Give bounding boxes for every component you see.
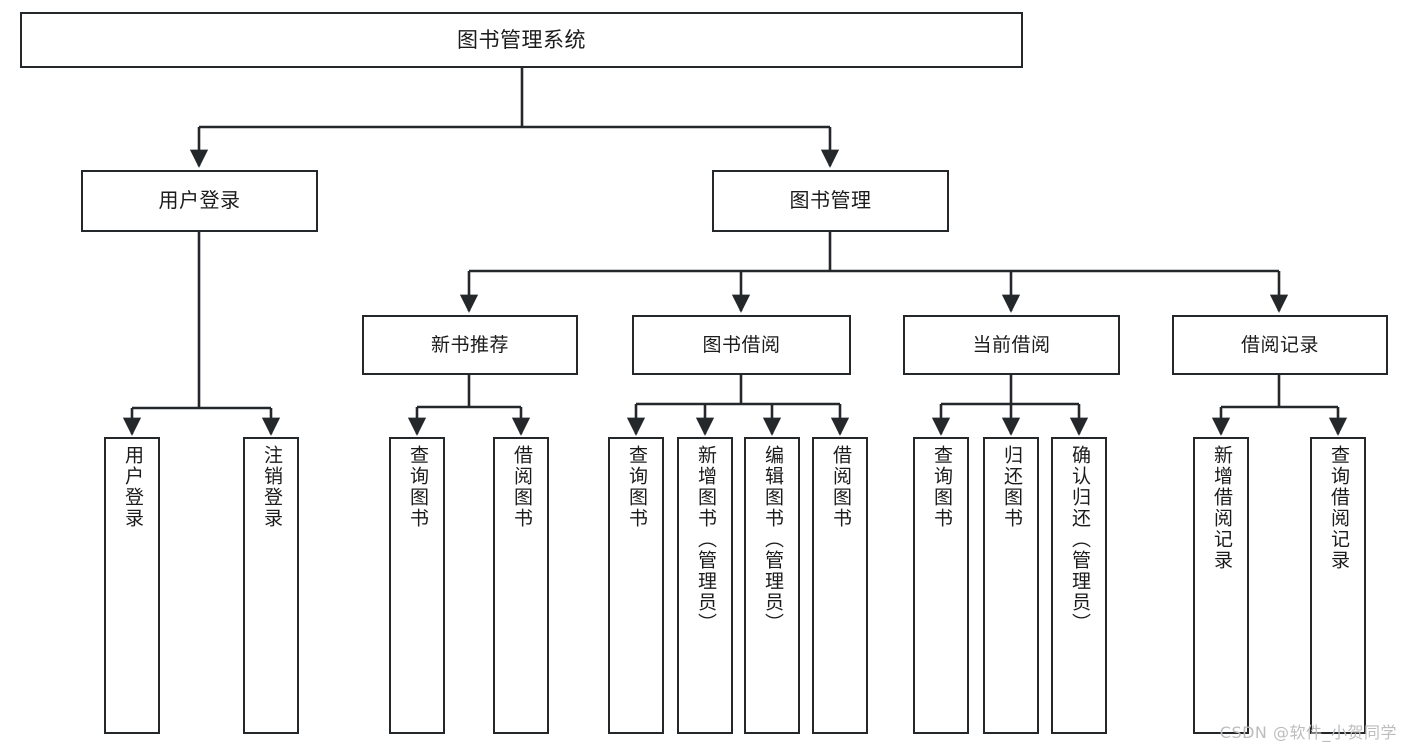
node-current-borrow-label: 当前借阅: [972, 333, 1051, 356]
leaf-confirm-return[interactable]: 确认归还（管理员）: [1051, 437, 1107, 734]
node-borrow-record[interactable]: 借阅记录: [1172, 315, 1388, 375]
leaf-query-book-1[interactable]: 查询图书: [389, 437, 445, 734]
leaf-borrow-book-2[interactable]: 借阅图书: [812, 437, 868, 734]
leaf-query-record-label: 查询借阅记录: [1327, 445, 1350, 571]
leaf-user-logout-label: 注销登录: [260, 445, 283, 529]
leaf-add-book[interactable]: 新增图书（管理员）: [677, 437, 733, 734]
node-current-borrow[interactable]: 当前借阅: [903, 315, 1120, 375]
node-new-book-recommend-label: 新书推荐: [430, 333, 509, 356]
leaf-user-login[interactable]: 用户登录: [104, 437, 160, 734]
node-root-label: 图书管理系统: [457, 27, 586, 52]
leaf-user-login-label: 用户登录: [121, 445, 144, 529]
leaf-query-book-1-label: 查询图书: [406, 445, 429, 529]
csdn-watermark: CSDN @软件_小贺同学: [1219, 723, 1397, 742]
leaf-user-logout[interactable]: 注销登录: [243, 437, 299, 734]
node-book-management-label: 图书管理: [789, 188, 872, 213]
leaf-borrow-book-2-label: 借阅图书: [829, 445, 852, 529]
node-borrow-record-label: 借阅记录: [1240, 333, 1319, 356]
node-book-management[interactable]: 图书管理: [712, 170, 949, 232]
leaf-borrow-book-1[interactable]: 借阅图书: [493, 437, 549, 734]
node-new-book-recommend[interactable]: 新书推荐: [362, 315, 578, 375]
leaf-query-book-3-label: 查询图书: [930, 445, 953, 529]
node-book-borrow[interactable]: 图书借阅: [632, 315, 851, 375]
leaf-borrow-book-1-label: 借阅图书: [510, 445, 533, 529]
leaf-edit-book[interactable]: 编辑图书（管理员）: [744, 437, 800, 734]
leaf-query-record[interactable]: 查询借阅记录: [1310, 437, 1366, 734]
leaf-return-book-label: 归还图书: [1000, 445, 1023, 529]
leaf-query-book-2-label: 查询图书: [625, 445, 648, 529]
leaf-add-book-label: 新增图书（管理员）: [694, 445, 717, 634]
leaf-query-book-3[interactable]: 查询图书: [913, 437, 969, 734]
leaf-add-record[interactable]: 新增借阅记录: [1193, 437, 1249, 734]
node-user-login-label: 用户登录: [158, 188, 241, 213]
leaf-add-record-label: 新增借阅记录: [1210, 445, 1233, 571]
leaf-edit-book-label: 编辑图书（管理员）: [761, 445, 784, 634]
leaf-return-book[interactable]: 归还图书: [983, 437, 1039, 734]
leaf-confirm-return-label: 确认归还（管理员）: [1068, 445, 1091, 634]
node-root[interactable]: 图书管理系统: [20, 12, 1023, 68]
node-book-borrow-label: 图书借阅: [702, 333, 781, 356]
leaf-query-book-2[interactable]: 查询图书: [608, 437, 664, 734]
node-user-login[interactable]: 用户登录: [81, 170, 318, 232]
